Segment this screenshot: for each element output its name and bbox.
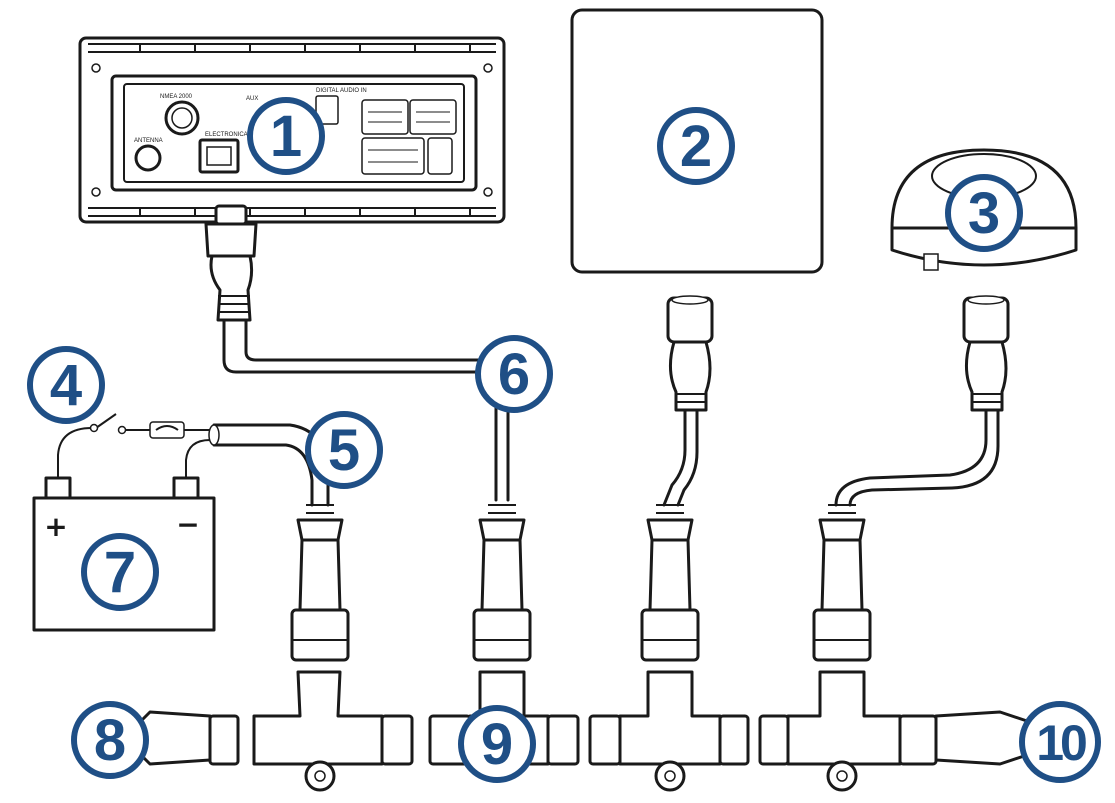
- switch-contact: [89, 423, 99, 433]
- aux-port-label: AUX: [246, 96, 258, 102]
- gps-port-icon: [923, 253, 939, 271]
- tee-connector: [618, 670, 722, 766]
- harness-connector-icon: [361, 137, 425, 175]
- switch-contact: [117, 425, 127, 435]
- callout-2: 2: [657, 107, 735, 185]
- drop-connector-lower-5: [290, 504, 350, 662]
- drop-cable-device-3: [834, 403, 1000, 507]
- harness-connector-icon: [409, 99, 457, 135]
- battery-negative-symbol: −: [176, 508, 199, 541]
- callout-6: 6: [475, 335, 553, 413]
- terminator-right: [934, 710, 1032, 766]
- callout-6-label: 6: [498, 342, 530, 407]
- drop-connector-lower-3: [812, 504, 872, 662]
- callout-3: 3: [945, 174, 1023, 252]
- screw-icon: [483, 63, 493, 73]
- screw-icon: [91, 63, 101, 73]
- callout-9: 9: [458, 705, 536, 783]
- callout-1: 1: [247, 97, 325, 175]
- callout-7-label: 7: [104, 540, 136, 605]
- drop-cable-device-2: [662, 403, 699, 507]
- digital-audio-label: DIGITAL AUDIO IN: [316, 88, 367, 94]
- antenna-port-label: ANTENNA: [134, 138, 163, 144]
- antenna-port-icon: [134, 144, 162, 172]
- callout-10: 10: [1019, 701, 1101, 783]
- callout-5-label: 5: [328, 418, 360, 483]
- nmea-port-label: NMEA 2000: [160, 94, 193, 100]
- display-device: [570, 8, 824, 412]
- callout-2-label: 2: [680, 114, 712, 179]
- harness-connector-icon: [427, 137, 453, 175]
- callout-10-label: 10: [1036, 715, 1086, 771]
- callout-7: 7: [81, 533, 159, 611]
- screw-icon: [483, 187, 493, 197]
- callout-9-label: 9: [481, 712, 513, 777]
- ethernet-port-label: ELECTRONICA: [205, 132, 248, 138]
- digital-audio-port-icon: [315, 95, 339, 125]
- battery-positive-symbol: +: [44, 510, 67, 543]
- drop-connector-body: [669, 340, 712, 412]
- callout-5: 5: [305, 411, 383, 489]
- callout-4-label: 4: [50, 353, 82, 418]
- callout-1-label: 1: [270, 104, 302, 169]
- screw-icon: [91, 187, 101, 197]
- drop-connector-body: [965, 340, 1008, 412]
- drop-connector-body: [209, 254, 254, 322]
- terminator-left: [138, 710, 212, 766]
- callout-8: 8: [71, 701, 149, 779]
- stereo-unit: NMEA 2000 ANTENNA ELECTRONICA AUX DIGITA…: [78, 36, 506, 322]
- drop-connector-lower-6: [472, 504, 532, 662]
- callout-8-label: 8: [94, 708, 126, 773]
- drop-connector: [204, 222, 258, 258]
- tee-connector: [786, 670, 902, 766]
- callout-4: 4: [27, 346, 105, 424]
- drop-connector-lower-2: [640, 504, 700, 662]
- harness-connector-icon: [361, 99, 409, 135]
- tee-connector: [252, 670, 384, 766]
- nmea-backbone: [138, 670, 1032, 792]
- battery-wires: [57, 413, 211, 478]
- callout-3-label: 3: [968, 181, 1000, 246]
